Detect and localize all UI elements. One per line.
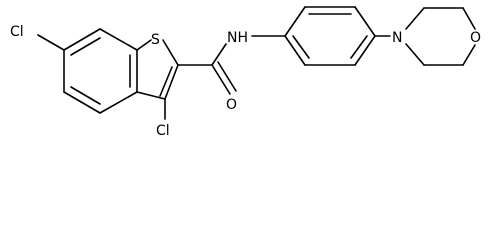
atom-s-thiophene: S [151, 32, 160, 48]
thiophene-ring-bonds [136, 39, 179, 100]
molecule-drawing: Cl Cl S O NH N O [10, 6, 481, 139]
atom-nh-amide: NH [227, 30, 248, 46]
substituent-bonds [37, 34, 286, 120]
atom-n-morpholine: N [392, 30, 402, 46]
phenylene-ring-bonds [284, 6, 376, 66]
benzene-ring-bonds [63, 28, 138, 114]
morpholine-ring-bonds [374, 7, 476, 66]
atom-cl-3: Cl [156, 123, 170, 139]
atom-cl-6: Cl [10, 24, 24, 40]
molecule-structure: Cl Cl S O NH N O [10, 6, 481, 139]
atom-o-morpholine: O [470, 30, 481, 46]
atom-o-carbonyl: O [226, 97, 237, 113]
